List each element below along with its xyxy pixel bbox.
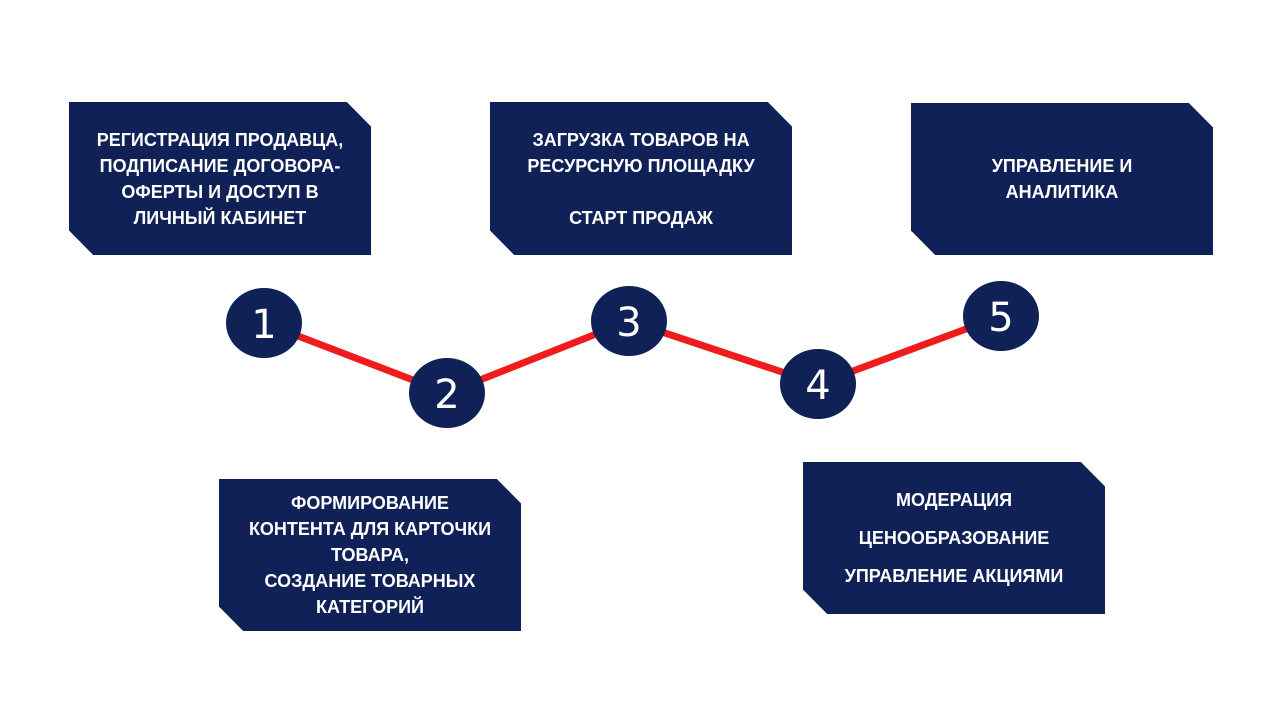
step-2-line: ФОРМИРОВАНИЕ (291, 493, 449, 513)
step-4-card: МОДЕРАЦИЯ ЦЕНООБРАЗОВАНИЕ УПРАВЛЕНИЕ АКЦ… (803, 462, 1105, 614)
step-3-line: РЕСУРСНУЮ ПЛОЩАДКУ (527, 155, 755, 176)
step-2-line: ТОВАРА, (330, 545, 410, 565)
step-4-number: 4 (805, 363, 830, 409)
step-4-line: УПРАВЛЕНИЕ АКЦИЯМИ (844, 566, 1064, 586)
step-5-card: УПРАВЛЕНИЕ И АНАЛИТИКА (911, 103, 1213, 255)
step-1-node: 1 (226, 288, 302, 358)
step-2-line: СОЗДАНИЕ ТОВАРНЫХ (264, 571, 476, 591)
step-4-line: МОДЕРАЦИЯ (895, 490, 1013, 510)
step-5-node: 5 (963, 281, 1039, 351)
step-5-number: 5 (988, 295, 1013, 341)
step-5-line: УПРАВЛЕНИЕ И (991, 156, 1133, 176)
step-2-line: КАТЕГОРИЙ (316, 597, 424, 617)
step-4-line: ЦЕНООБРАЗОВАНИЕ (858, 528, 1050, 548)
step-1-line: ЛИЧНЫЙ КАБИНЕТ (133, 207, 307, 228)
step-2-node: 2 (409, 358, 485, 428)
step-1-line: ОФЕРТЫ И ДОСТУП В (121, 181, 319, 202)
step-1-line: ПОДПИСАНИЕ ДОГОВОРА- (99, 155, 341, 176)
step-1-number: 1 (251, 302, 276, 348)
step-1-line: РЕГИСТРАЦИЯ ПРОДАВЦА, (96, 129, 344, 150)
step-2-number: 2 (434, 372, 459, 418)
step-3-card: ЗАГРУЗКА ТОВАРОВ НА РЕСУРСНУЮ ПЛОЩАДКУ С… (490, 102, 792, 255)
step-5-line: АНАЛИТИКА (1005, 182, 1119, 202)
step-3-line: ЗАГРУЗКА ТОВАРОВ НА (532, 129, 750, 150)
step-4-node: 4 (780, 349, 856, 419)
step-3-number: 3 (616, 300, 641, 346)
step-3-node: 3 (591, 286, 667, 356)
step-2-card: ФОРМИРОВАНИЕ КОНТЕНТА ДЛЯ КАРТОЧКИ ТОВАР… (219, 479, 521, 631)
step-1-card: РЕГИСТРАЦИЯ ПРОДАВЦА, ПОДПИСАНИЕ ДОГОВОР… (69, 102, 371, 255)
step-2-line: КОНТЕНТА ДЛЯ КАРТОЧКИ (248, 519, 492, 539)
step-3-line: СТАРТ ПРОДАЖ (569, 207, 713, 228)
